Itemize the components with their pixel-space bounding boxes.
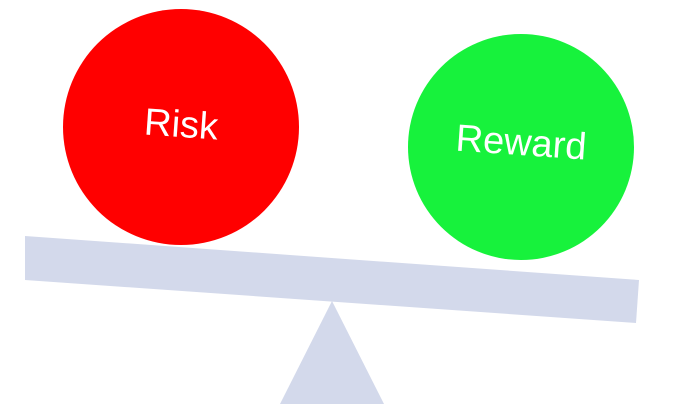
reward-weight: Reward bbox=[408, 34, 634, 260]
risk-circle bbox=[63, 9, 299, 245]
balance-beam bbox=[25, 236, 639, 323]
reward-circle bbox=[408, 34, 634, 260]
reward-label: Reward bbox=[454, 118, 588, 169]
fulcrum-triangle bbox=[280, 301, 384, 404]
risk-weight: Risk bbox=[63, 9, 299, 245]
risk-label: Risk bbox=[143, 102, 221, 149]
